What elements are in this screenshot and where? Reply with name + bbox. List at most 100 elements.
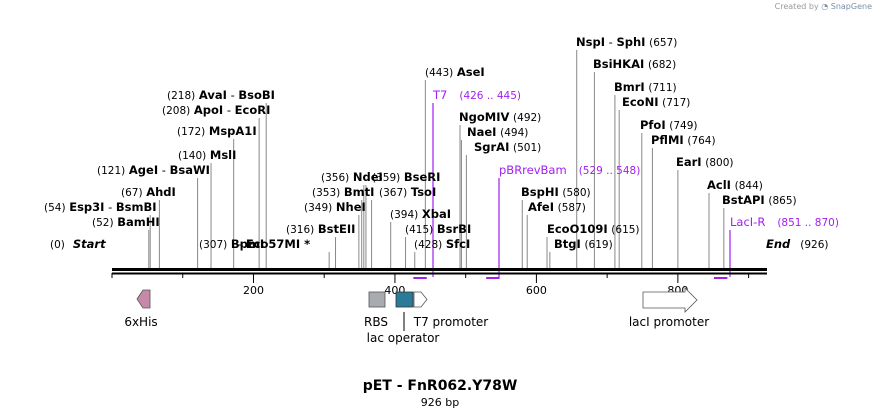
feature-label-lac-operator: lac operator bbox=[367, 331, 440, 345]
enzyme-label-bsrbi: (415) BsrBI bbox=[405, 222, 471, 236]
enzyme-label-nhei: (349) NheI bbox=[304, 200, 366, 214]
feature-label-6xhis: 6xHis bbox=[124, 315, 157, 329]
primer-range: (851 .. 870) bbox=[777, 217, 839, 229]
primer-label-t7: T7 (426 .. 445) bbox=[432, 88, 521, 102]
enzyme-label-esp3i: (54) Esp3I - BsmBI bbox=[44, 200, 157, 214]
enzyme-name: TsoI bbox=[411, 185, 436, 199]
feature-6xhis-arrow[interactable] bbox=[136, 289, 151, 309]
credit-brand: SnapGene bbox=[830, 2, 872, 11]
enzyme-position: (140) bbox=[178, 150, 206, 162]
enzyme-name: BmrI bbox=[614, 80, 645, 94]
enzyme-label-afei: AfeI (587) bbox=[528, 200, 586, 214]
enzyme-dash: - bbox=[223, 103, 234, 117]
enzyme-dash: - bbox=[158, 163, 169, 177]
start-label: Start bbox=[73, 237, 106, 251]
enzyme-name: BsiHKAI bbox=[593, 57, 644, 71]
enzyme-position: (307) bbox=[199, 239, 227, 251]
snapgene-logo: ◔ bbox=[821, 2, 829, 11]
enzyme-name: BpmI bbox=[231, 237, 264, 251]
primer-range: (426 .. 445) bbox=[459, 90, 521, 102]
enzyme-position: (749) bbox=[669, 120, 697, 132]
ruler-tick-label: 600 bbox=[526, 284, 547, 297]
feature-t7-promoter-arrow[interactable] bbox=[413, 291, 428, 308]
enzyme-label-apoi: (208) ApoI - EcoRI bbox=[162, 103, 270, 117]
enzyme-label-eco57mi: - Eco57MI * bbox=[238, 237, 310, 251]
enzyme-label-ecoo109i: EcoO109I (615) bbox=[547, 222, 640, 236]
enzyme-name: AvaI bbox=[199, 88, 227, 102]
enzyme-name: NspI bbox=[576, 35, 605, 49]
sequence-end-label: End(926) bbox=[766, 237, 829, 251]
enzyme-name: BstAPI bbox=[722, 193, 765, 207]
enzyme-name: NgoMIV bbox=[459, 110, 509, 124]
enzyme-name: SgrAI bbox=[474, 140, 509, 154]
enzyme-name: AfeI bbox=[528, 200, 554, 214]
enzyme-name: EcoO109I bbox=[547, 222, 608, 236]
enzyme-position: (172) bbox=[177, 126, 205, 138]
enzyme-partner: SphI bbox=[616, 35, 645, 49]
feature-label-laci-promoter: lacI promoter bbox=[629, 315, 709, 329]
enzyme-name: PflMI bbox=[651, 133, 684, 147]
enzyme-position: (415) bbox=[405, 224, 433, 236]
enzyme-name: AseI bbox=[457, 65, 485, 79]
enzyme-position: (865) bbox=[768, 195, 796, 207]
feature-lac-operator-box[interactable] bbox=[395, 291, 414, 308]
enzyme-name: BsrBI bbox=[437, 222, 471, 236]
enzyme-star: * bbox=[300, 237, 310, 251]
enzyme-label-bseri: (359) BseRI bbox=[372, 170, 440, 184]
enzyme-position: (121) bbox=[97, 165, 125, 177]
enzyme-name: Eco57MI bbox=[246, 237, 300, 251]
enzyme-position: (657) bbox=[649, 37, 677, 49]
enzyme-label-agei: (121) AgeI - BsaWI bbox=[97, 163, 210, 177]
enzyme-position: (844) bbox=[735, 180, 763, 192]
enzyme-name: PfoI bbox=[640, 118, 666, 132]
enzyme-name: AgeI bbox=[129, 163, 158, 177]
credit-prefix: Created by bbox=[774, 2, 819, 11]
enzyme-label-pfoi: PfoI (749) bbox=[640, 118, 698, 132]
feature-laci-promoter-arrow[interactable] bbox=[642, 287, 698, 313]
enzyme-label-bsihkai: BsiHKAI (682) bbox=[593, 57, 676, 71]
sequence-backbone bbox=[112, 268, 767, 275]
enzyme-labels: (218) AvaI - BsoBI(208) ApoI - EcoRI(172… bbox=[44, 35, 829, 251]
primer-name: pBRrevBam bbox=[499, 163, 567, 177]
enzyme-position: (800) bbox=[705, 157, 733, 169]
enzyme-name: SfcI bbox=[446, 237, 470, 251]
enzyme-label-pflmi: PflMI (764) bbox=[651, 133, 716, 147]
enzyme-label-ngomiv: NgoMIV (492) bbox=[459, 110, 541, 124]
enzyme-position: (54) bbox=[44, 202, 66, 214]
enzyme-position: (52) bbox=[92, 217, 114, 229]
enzyme-position: (619) bbox=[584, 239, 612, 251]
enzyme-dash: - bbox=[605, 35, 616, 49]
enzyme-position: (682) bbox=[648, 59, 676, 71]
primer-name: T7 bbox=[432, 88, 447, 102]
enzyme-label-sfci: (428) SfcI bbox=[414, 237, 470, 251]
enzyme-position: (501) bbox=[513, 142, 541, 154]
enzyme-name: MslI bbox=[210, 148, 237, 162]
enzyme-position: (494) bbox=[500, 127, 528, 139]
enzyme-dash: - bbox=[104, 200, 115, 214]
feature-rbs-box[interactable] bbox=[368, 291, 386, 308]
enzyme-label-ndei: (356) NdeI bbox=[321, 170, 383, 184]
enzyme-partner: BsoBI bbox=[238, 88, 275, 102]
enzyme-position: (587) bbox=[558, 202, 586, 214]
enzyme-label-eari: EarI (800) bbox=[676, 155, 733, 169]
enzyme-position: (443) bbox=[425, 67, 453, 79]
enzyme-position: (349) bbox=[304, 202, 332, 214]
enzyme-name: BtgI bbox=[554, 237, 581, 251]
enzyme-position: (367) bbox=[379, 187, 407, 199]
enzyme-label-bstapi: BstAPI (865) bbox=[722, 193, 797, 207]
enzyme-label-mspa1i: (172) MspA1I bbox=[177, 124, 257, 138]
enzyme-name: BamHI bbox=[117, 215, 159, 229]
enzyme-label-tsoi: (367) TsoI bbox=[379, 185, 436, 199]
enzyme-position: (580) bbox=[562, 187, 590, 199]
enzyme-partner: BsmBI bbox=[116, 200, 157, 214]
enzyme-position: (764) bbox=[687, 135, 715, 147]
ruler-tick-label: 200 bbox=[243, 284, 264, 297]
primer-range: (529 .. 548) bbox=[579, 165, 641, 177]
enzyme-name: XbaI bbox=[422, 207, 451, 221]
enzyme-name: NaeI bbox=[467, 125, 496, 139]
enzyme-label-bamhi: (52) BamHI bbox=[92, 215, 160, 229]
enzyme-label-ahdi: (67) AhdI bbox=[121, 185, 176, 199]
enzyme-dash: - bbox=[227, 88, 238, 102]
enzyme-name: BstEII bbox=[318, 222, 356, 236]
enzyme-connector-lines bbox=[148, 50, 725, 268]
